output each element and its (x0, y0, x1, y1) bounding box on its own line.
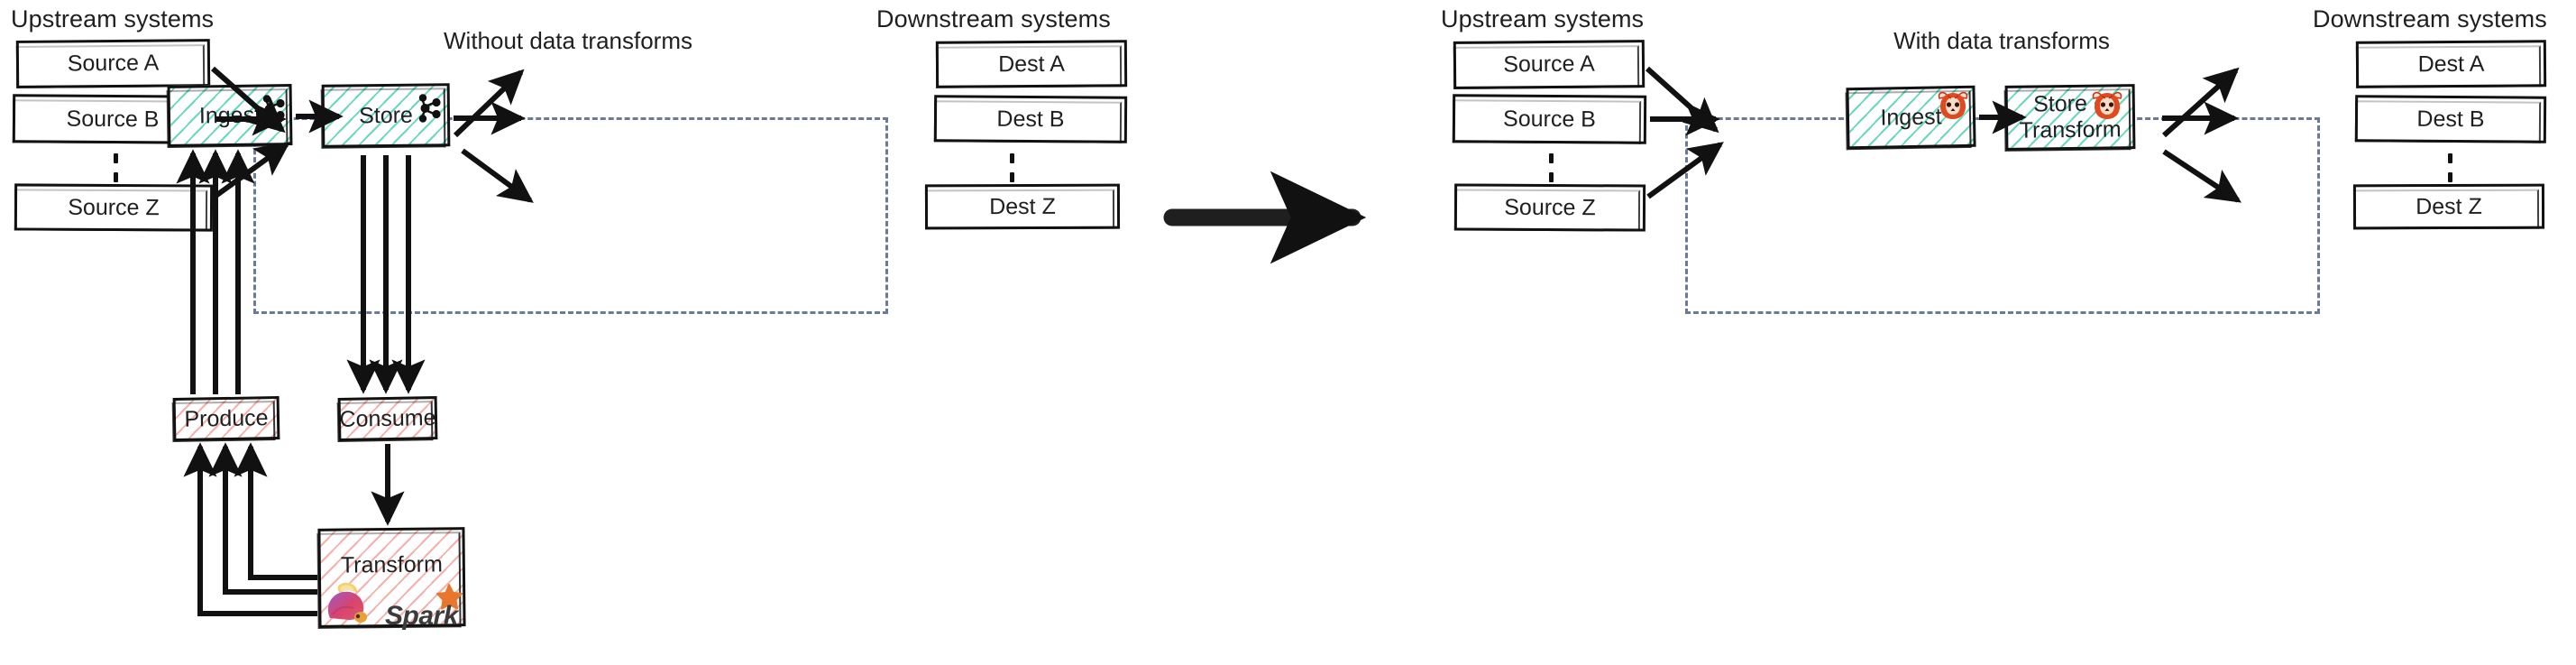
source-box-a-right-label: Source A (1503, 51, 1595, 78)
ingest-box-left-label: Ingest (198, 102, 261, 129)
dest-box-z-right[interactable]: Dest Z (2352, 183, 2545, 230)
dest-box-z-left-label: Dest Z (989, 193, 1056, 219)
consume-box-label: Consume (339, 404, 436, 432)
source-ellipsis-right (1548, 153, 1554, 182)
source-box-z-left[interactable]: Source Z (14, 183, 214, 232)
ingest-box-right-label: Ingest (1880, 104, 1942, 131)
panel-title-with-transforms: With data transforms (1893, 27, 2110, 54)
source-ellipsis-left (113, 153, 118, 182)
source-box-b-right-label: Source B (1502, 106, 1597, 132)
store-transform-line1: Store + (2032, 90, 2107, 117)
store-transform-box-right[interactable]: Store + Transform (2004, 84, 2136, 151)
arrow-transform-to-produce-2 (208, 442, 317, 595)
store-transform-line2: Transform (2019, 116, 2122, 143)
source-box-z-right-label: Source Z (1504, 194, 1596, 220)
arrow-transform-to-produce-1 (183, 442, 317, 616)
dest-box-b-left-label: Dest B (996, 106, 1065, 132)
panel-title-without-transforms: Without data transforms (444, 27, 692, 54)
source-box-z-right[interactable]: Source Z (1453, 183, 1646, 232)
transform-box-label: Transform (340, 551, 443, 578)
consume-box[interactable]: Consume (337, 396, 438, 441)
dest-ellipsis-left (1009, 153, 1014, 182)
dest-box-a-left-label: Dest A (998, 51, 1065, 77)
source-box-b-right[interactable]: Source B (1452, 94, 1647, 144)
upstream-systems-label-right: Upstream systems (1441, 5, 1645, 32)
transform-box[interactable]: Transform (317, 527, 466, 628)
upstream-systems-label-left: Upstream systems (11, 5, 215, 32)
dest-box-z-left[interactable]: Dest Z (924, 183, 1121, 230)
ingest-box-right[interactable]: Ingest (1846, 85, 1976, 150)
source-box-a-left-label: Source A (67, 50, 160, 77)
dest-box-z-right-label: Dest Z (2416, 193, 2482, 219)
dest-ellipsis-right (2447, 153, 2452, 182)
dest-box-a-left[interactable]: Dest A (935, 40, 1128, 88)
dest-box-a-right[interactable]: Dest A (2355, 40, 2547, 88)
store-box-left-label: Store (358, 102, 414, 128)
produce-box[interactable]: Produce (172, 395, 280, 442)
produce-box-label: Produce (184, 404, 269, 432)
platform-boundary-region-left (253, 117, 888, 314)
ingest-box-left[interactable]: Ingest (167, 84, 293, 147)
dest-box-b-left[interactable]: Dest B (933, 95, 1128, 143)
store-box-left[interactable]: Store (321, 83, 451, 148)
dest-box-b-right[interactable]: Dest B (2354, 95, 2547, 143)
platform-boundary-region-right (1685, 117, 2320, 314)
source-box-b-left-label: Source B (66, 106, 160, 132)
arrow-transform-to-produce-3 (234, 442, 317, 580)
dest-box-a-right-label: Dest A (2417, 51, 2485, 77)
downstream-systems-label-left: Downstream systems (876, 5, 1111, 32)
source-box-z-left-label: Source Z (68, 194, 160, 220)
dest-box-b-right-label: Dest B (2416, 106, 2485, 132)
source-box-a-right[interactable]: Source A (1453, 40, 1646, 89)
source-box-a-left[interactable]: Source A (15, 39, 211, 88)
downstream-systems-label-right: Downstream systems (2313, 5, 2547, 32)
store-transform-box-right-label: Store + Transform (2019, 91, 2122, 144)
